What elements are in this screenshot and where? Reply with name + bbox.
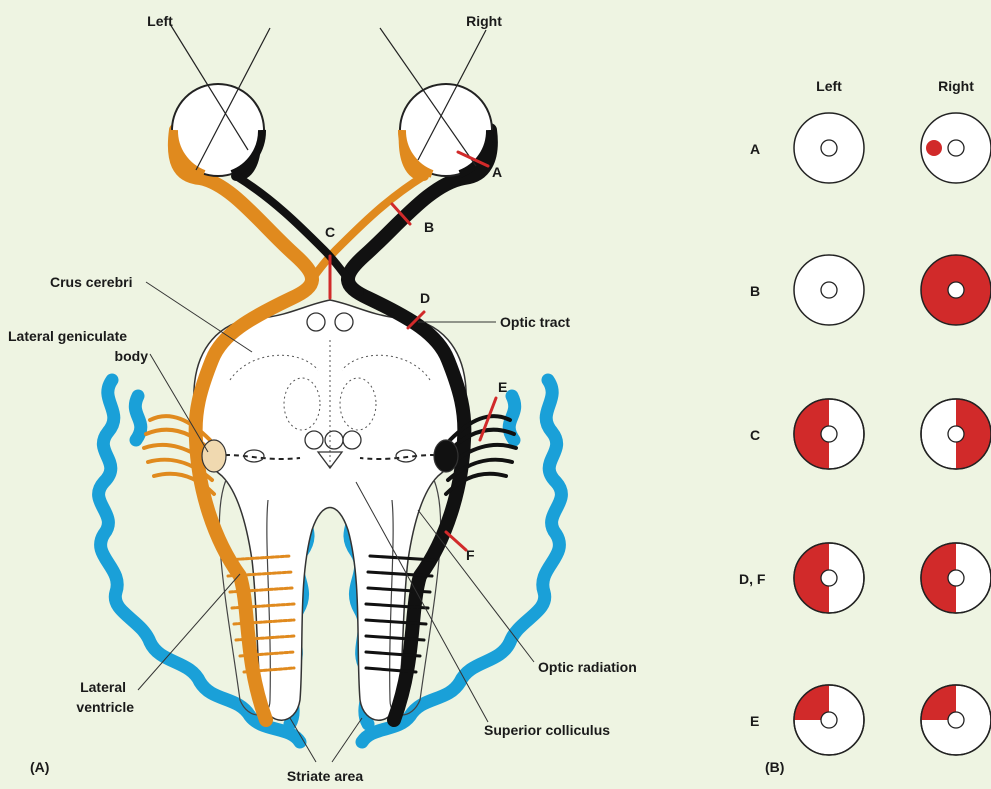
row-label-a: A xyxy=(750,141,760,157)
optic-tract-label: Optic tract xyxy=(500,314,570,330)
panel-b: Left Right A B C D, F E (B) xyxy=(739,78,991,775)
crus-cerebri-label: Crus cerebri xyxy=(50,274,132,290)
striate-area-label: Striate area xyxy=(287,768,363,784)
lesion-label-a: A xyxy=(492,164,502,180)
left-lgn xyxy=(202,440,226,472)
field-row-c-left xyxy=(794,399,864,469)
field-row-e-right xyxy=(921,685,991,755)
superior-colliculus-label: Superior colliculus xyxy=(484,722,610,738)
panel-b-right-header: Right xyxy=(938,78,974,94)
panel-a: Left Right A B C D E F Crus cerebri Late… xyxy=(8,13,637,784)
lateral-geniculate-label-2: body xyxy=(115,348,149,364)
central-scotoma-mark xyxy=(926,140,942,156)
panel-b-left-header: Left xyxy=(816,78,842,94)
panel-b-label: (B) xyxy=(765,759,784,775)
lesion-f xyxy=(446,532,466,550)
lateral-ventricle-label-1: Lateral xyxy=(80,679,126,695)
field-row-df-right xyxy=(921,543,991,613)
row-label-c: C xyxy=(750,427,760,443)
field-row-c-right xyxy=(921,399,991,469)
lesion-label-c: C xyxy=(325,224,335,240)
field-row-a-left xyxy=(794,113,864,183)
lesion-label-b: B xyxy=(424,219,434,235)
left-eye-label: Left xyxy=(147,13,173,29)
lesion-label-d: D xyxy=(420,290,430,306)
row-label-d-f: D, F xyxy=(739,571,766,587)
right-lgn xyxy=(434,440,458,472)
row-label-e: E xyxy=(750,713,759,729)
row-label-b: B xyxy=(750,283,760,299)
lesion-label-f: F xyxy=(466,547,475,563)
panel-a-label: (A) xyxy=(30,759,49,775)
left-eye xyxy=(172,84,264,176)
lesion-label-e: E xyxy=(498,379,507,395)
field-row-e-left xyxy=(794,685,864,755)
midbrain-section xyxy=(194,300,467,720)
field-row-a-right xyxy=(921,113,991,183)
field-row-df-left xyxy=(794,543,864,613)
field-row-b-right xyxy=(921,255,991,325)
lateral-geniculate-label-1: Lateral geniculate xyxy=(8,328,127,344)
right-eye-label: Right xyxy=(466,13,502,29)
optic-radiation-label: Optic radiation xyxy=(538,659,637,675)
field-row-b-left xyxy=(794,255,864,325)
lateral-ventricle-label-2: ventricle xyxy=(76,699,134,715)
brainstem-outline xyxy=(194,300,467,720)
